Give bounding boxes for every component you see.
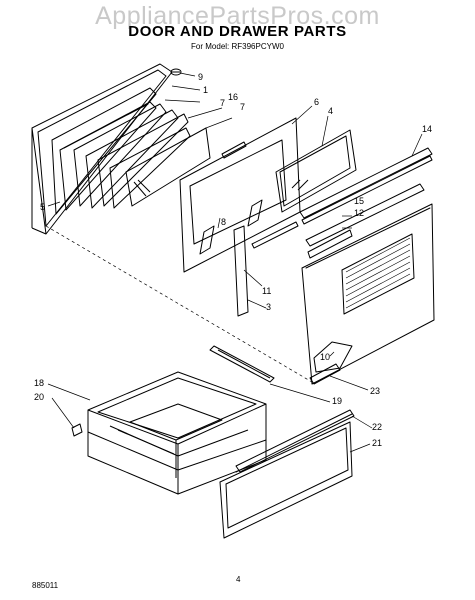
drawer-rail bbox=[209, 345, 275, 383]
callout-12: 12 bbox=[354, 208, 364, 218]
page-title: DOOR AND DRAWER PARTS bbox=[128, 23, 347, 40]
callout-6: 6 bbox=[314, 97, 319, 107]
drawer-clip bbox=[71, 423, 83, 437]
leader-lines bbox=[47, 72, 423, 453]
watermark: AppliancePartsPros.com bbox=[95, 2, 380, 30]
callout-20: 20 bbox=[34, 392, 44, 402]
callout-23: 23 bbox=[370, 386, 380, 396]
door-outer-frame bbox=[31, 63, 173, 235]
callout-19: 19 bbox=[332, 396, 342, 406]
drawer-front-trim bbox=[235, 409, 355, 473]
glass-pane bbox=[275, 129, 357, 213]
callout-7b: 7 bbox=[240, 102, 245, 112]
callout-21: 21 bbox=[372, 438, 382, 448]
callout-22: 22 bbox=[372, 422, 382, 432]
callout-3: 3 bbox=[266, 302, 271, 312]
callout-5: 5 bbox=[40, 202, 45, 212]
door-back-panel bbox=[301, 183, 435, 385]
drawer-front-panel bbox=[219, 421, 353, 539]
top-trim bbox=[299, 147, 433, 225]
callout-15: 15 bbox=[354, 196, 364, 206]
callout-labels: 9 1 7 16 7 6 4 14 5 8 15 12 11 3 10 23 1… bbox=[34, 72, 432, 448]
callout-9: 9 bbox=[198, 72, 203, 82]
drawer-body bbox=[87, 371, 267, 495]
door-hinge-strips bbox=[233, 221, 299, 317]
callout-4: 4 bbox=[328, 106, 333, 116]
door-inner-panel bbox=[179, 117, 301, 273]
model-line: For Model: RF396PCYW0 bbox=[191, 42, 284, 51]
alignment-line bbox=[45, 225, 313, 383]
footer-page-number: 4 bbox=[236, 575, 241, 584]
screw-part bbox=[170, 68, 182, 76]
callout-10: 10 bbox=[320, 352, 330, 362]
callout-11: 11 bbox=[262, 286, 271, 296]
callout-16: 16 bbox=[228, 92, 238, 102]
callout-1: 1 bbox=[203, 85, 208, 95]
footer-code: 885011 bbox=[32, 581, 59, 590]
callout-14: 14 bbox=[422, 124, 432, 134]
callout-18: 18 bbox=[34, 378, 44, 388]
callout-8: 8 bbox=[221, 217, 226, 227]
door-glass-stack bbox=[59, 101, 211, 211]
callout-7: 7 bbox=[220, 98, 225, 108]
